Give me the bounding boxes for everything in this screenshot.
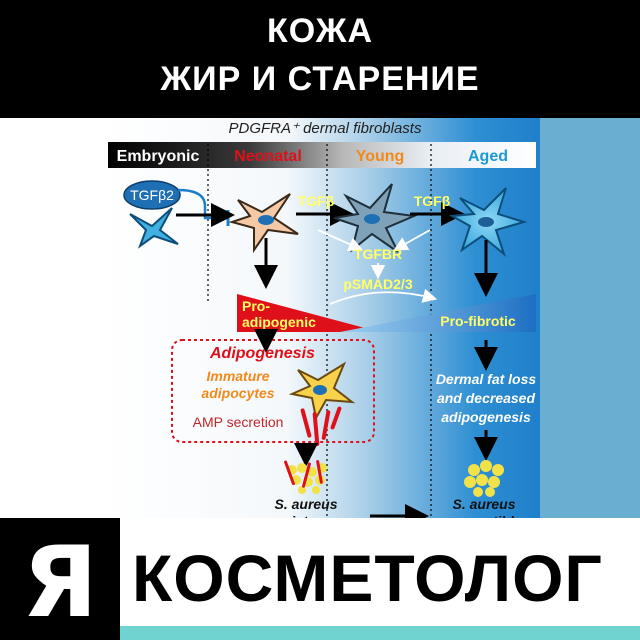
tgfb-label-1: TGFβ bbox=[298, 193, 335, 209]
sa-susceptible-label-1: S. aureus bbox=[452, 496, 515, 512]
tgfbr-label: TGFBR bbox=[354, 246, 402, 262]
amp-secretion-label: AMP secretion bbox=[193, 414, 284, 430]
stage-neonatal: Neonatal bbox=[234, 148, 302, 165]
dermal-label-2: and decreased bbox=[437, 390, 535, 406]
young-nucleus bbox=[364, 214, 380, 224]
inhibition-line bbox=[177, 188, 228, 220]
footer-banner: Я КОСМЕТОЛОГ bbox=[0, 518, 640, 640]
diagram-figure: PDGFRA⁺ dermal fibroblasts Embryonic Neo… bbox=[0, 118, 640, 529]
stage-young: Young bbox=[356, 148, 405, 165]
header-title-line1: КОЖА bbox=[266, 12, 374, 50]
tgfb-label-2: TGFβ bbox=[414, 193, 451, 209]
pro-fibrotic-label: Pro-fibrotic bbox=[440, 313, 516, 329]
signal-arrow-left bbox=[317, 229, 363, 251]
psmad-label: pSMAD2/3 bbox=[343, 276, 412, 292]
psmad-curve-arrow bbox=[329, 288, 438, 305]
tgfb2-bubble bbox=[123, 180, 181, 210]
neonatal-nucleus bbox=[258, 215, 274, 225]
aged-nucleus bbox=[478, 217, 494, 227]
dermal-label-3: adipogenesis bbox=[441, 409, 531, 425]
dermal-label-1: Dermal fat loss bbox=[436, 371, 537, 387]
embryonic-cell-icon bbox=[129, 207, 179, 249]
diagram-title: PDGFRA⁺ dermal fibroblasts bbox=[229, 120, 422, 137]
header-title-line2: ЖИР И СТАРЕНИЕ bbox=[160, 60, 480, 98]
sa-resistance-label-1: S. aureus bbox=[274, 496, 337, 512]
bacteria-cluster-left bbox=[284, 460, 327, 494]
adipocyte-nucleus bbox=[313, 385, 327, 395]
stage-header-bar bbox=[108, 142, 536, 168]
brand-logo: Я bbox=[0, 518, 120, 640]
immature-label-2: adipocytes bbox=[201, 385, 274, 401]
brand-name: КОСМЕТОЛОГ bbox=[132, 541, 603, 615]
adipogenesis-label: Adipogenesis bbox=[209, 345, 315, 362]
stage-aged: Aged bbox=[468, 148, 508, 165]
immature-label-1: Immature bbox=[206, 368, 269, 384]
tgfb2-label: TGFβ2 bbox=[130, 187, 174, 203]
footer-accent-strip bbox=[120, 626, 640, 640]
pro-adipogenic-label-1: Pro- bbox=[242, 298, 270, 314]
pro-adipogenic-wedge bbox=[237, 294, 380, 332]
diagram-svg: PDGFRA⁺ dermal fibroblasts Embryonic Neo… bbox=[0, 118, 640, 529]
signal-arrow-right bbox=[393, 229, 431, 251]
right-side-panel bbox=[540, 118, 640, 518]
header-banner: КОЖА ЖИР И СТАРЕНИЕ bbox=[0, 0, 640, 118]
pro-fibrotic-wedge bbox=[340, 294, 536, 332]
amp-granules bbox=[300, 406, 342, 446]
bacteria-cluster-right bbox=[464, 460, 504, 497]
stage-embryonic: Embryonic bbox=[117, 148, 200, 165]
pro-adipogenic-label-2: adipogenic bbox=[242, 314, 316, 330]
brand-logo-glyph: Я bbox=[22, 526, 98, 640]
